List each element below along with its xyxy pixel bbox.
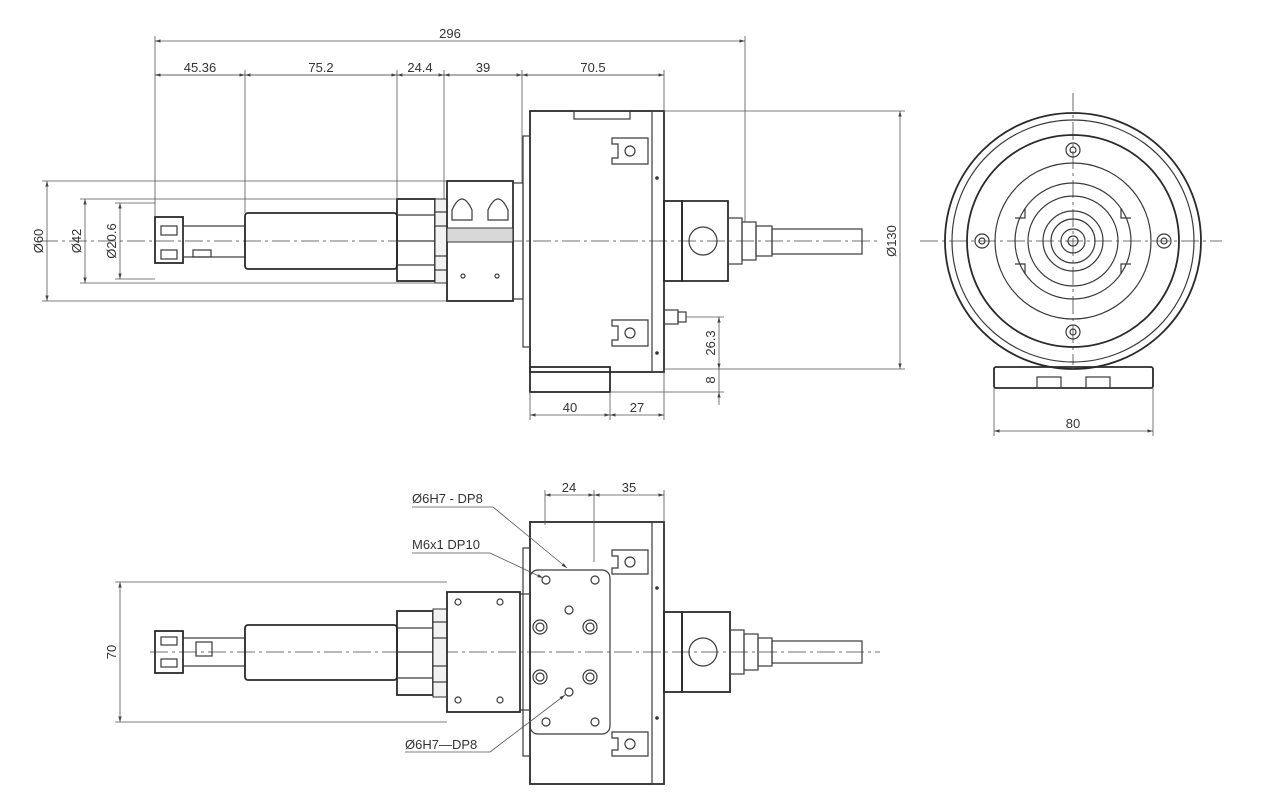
dim-base27: 27 <box>630 400 644 415</box>
side-view: 296 45.36 75.2 24.4 39 70.5 Ø60 Ø42 Ø20.… <box>31 26 905 420</box>
dim-dia130: Ø130 <box>884 225 899 257</box>
dim-dia42: Ø42 <box>69 229 84 254</box>
main-housing <box>529 110 665 373</box>
hex-nut <box>396 198 436 282</box>
cable <box>771 228 863 255</box>
spindle-neck <box>182 225 246 258</box>
top-view: 24 35 70 Ø6H7 - DP8 M6x1 DP10 Ø6H7—DP8 <box>104 480 880 785</box>
end-view: 80 <box>920 93 1222 436</box>
base-plate <box>529 366 611 393</box>
dim-seg3: 24.4 <box>407 60 432 75</box>
mounting-plate <box>529 569 611 735</box>
top-cable <box>771 640 863 664</box>
dim-dia60: Ø60 <box>31 229 46 254</box>
top-spindle-shank <box>244 624 398 681</box>
dim-width80: 80 <box>1066 416 1080 431</box>
collet-nut <box>154 216 184 264</box>
top-main-housing <box>529 521 665 785</box>
dim-h26-3: 26.3 <box>703 330 718 355</box>
dim-base40: 40 <box>563 400 577 415</box>
end-base-plate <box>993 366 1154 389</box>
dim-overall-length: 296 <box>439 26 461 41</box>
note-thread: M6x1 DP10 <box>412 537 480 552</box>
outer-flange <box>944 112 1202 370</box>
top-hex-nut <box>396 610 434 696</box>
dim-seg1: 45.36 <box>184 60 217 75</box>
rear-coupling-body <box>681 200 729 282</box>
flange-bolt-icon <box>974 142 1172 340</box>
dim-seg4: 39 <box>476 60 490 75</box>
dim-dia20-6: Ø20.6 <box>104 223 119 258</box>
dim-seg5: 70.5 <box>580 60 605 75</box>
note-hole-top: Ø6H7 - DP8 <box>412 491 483 506</box>
mounting-hole-icon <box>532 575 600 727</box>
slot-icon <box>451 198 473 221</box>
dim-d24: 24 <box>562 480 576 495</box>
clamp-bracket-bottom <box>611 319 649 347</box>
dim-seg2: 75.2 <box>308 60 333 75</box>
dim-h70: 70 <box>104 645 119 659</box>
dim-h8: 8 <box>703 376 718 383</box>
clamp-bracket-top <box>611 137 649 165</box>
note-hole-bottom: Ø6H7—DP8 <box>405 737 477 752</box>
dim-d35: 35 <box>622 480 636 495</box>
